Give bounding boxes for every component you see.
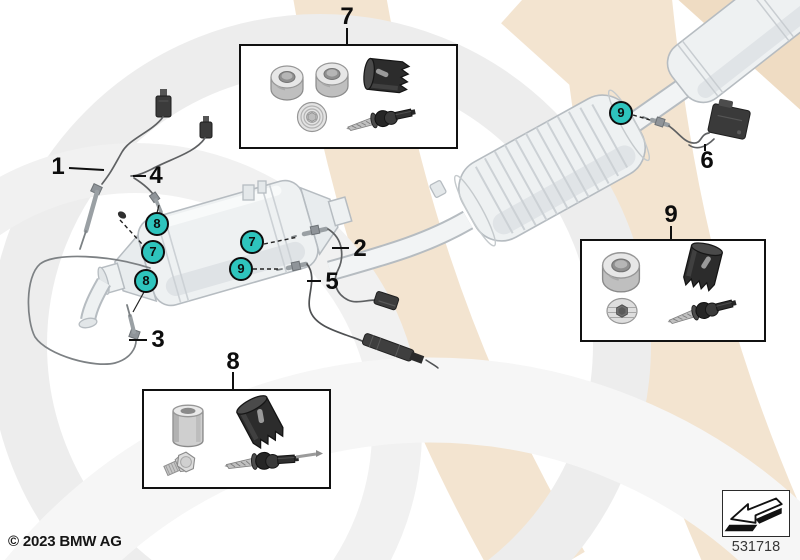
circled-callout-8b: 8 <box>134 269 158 293</box>
callout-5: 5 <box>325 268 339 295</box>
callout-3: 3 <box>151 326 165 353</box>
kit-label-8: 8 <box>226 348 240 375</box>
dpf-canister <box>78 179 447 329</box>
callout-leader-lines <box>68 28 706 389</box>
direction-arrow-icon <box>724 497 783 532</box>
repair-kit-box-9 <box>580 239 766 342</box>
kit-7-parts <box>270 57 418 135</box>
callout-6: 6 <box>700 147 714 174</box>
egt-sensor-1 <box>79 89 172 250</box>
kit-8-parts <box>161 391 323 480</box>
repair-kit-box-7 <box>239 44 458 149</box>
thin-pointer-lines <box>132 204 160 313</box>
direction-arrow-box <box>722 490 790 537</box>
diagram-number: 531718 <box>731 539 781 555</box>
circled-callout-7a: 7 <box>141 240 165 264</box>
circled-callout-8a: 8 <box>145 212 169 236</box>
callout-2: 2 <box>353 235 367 262</box>
circled-callout-7b: 7 <box>240 230 264 254</box>
copyright-notice: © 2023 BMW AG <box>8 533 122 550</box>
dashed-pointer-lines <box>119 114 651 270</box>
kit-label-9: 9 <box>664 201 678 228</box>
circled-callout-9a: 9 <box>229 257 253 281</box>
circled-callout-9b: 9 <box>609 101 633 125</box>
lambda-sensor-5 <box>276 260 439 369</box>
rear-resonator <box>666 0 800 104</box>
callout-1: 1 <box>51 153 65 180</box>
egt-sensor-3 <box>27 255 151 365</box>
kit-label-7: 7 <box>340 3 354 30</box>
center-muffler <box>453 89 651 247</box>
kit-9-parts <box>601 239 739 328</box>
callout-4: 4 <box>149 162 163 189</box>
repair-kit-box-8 <box>142 389 331 489</box>
